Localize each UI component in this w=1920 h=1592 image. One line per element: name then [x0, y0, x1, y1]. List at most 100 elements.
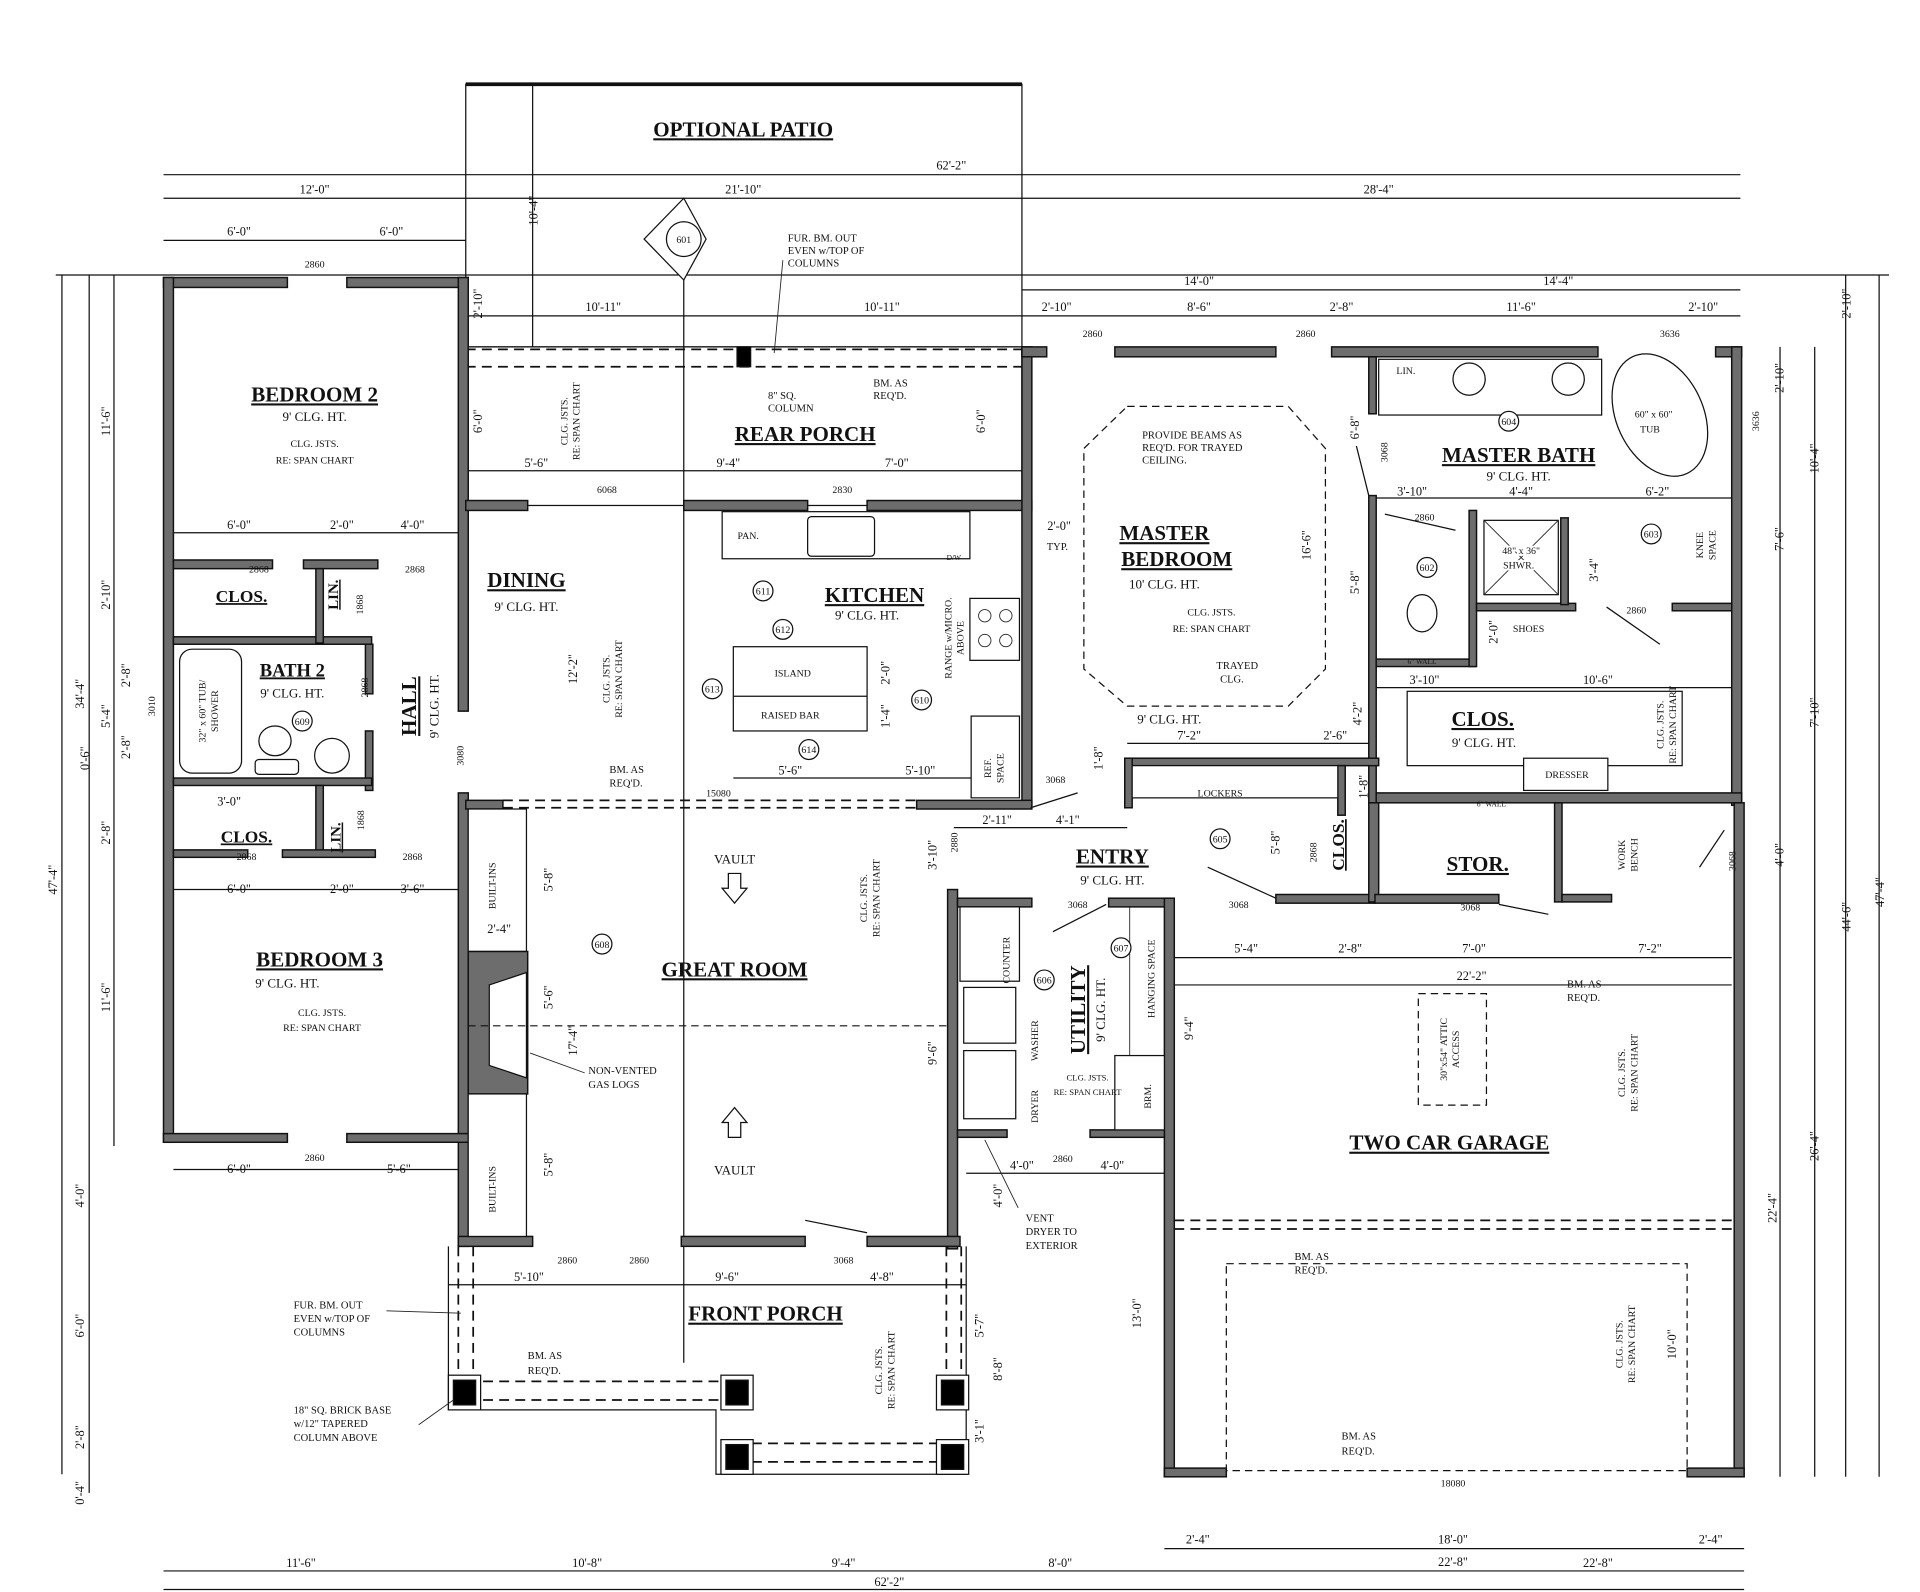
master-closet-label: CLOS. — [1451, 707, 1514, 731]
dimension-label: 3'-10" — [1397, 485, 1427, 499]
dimension-label: 10'-4" — [527, 196, 541, 226]
dimension-label: 12'-0" — [300, 182, 330, 196]
dimension-label: 2'-8" — [1330, 300, 1354, 314]
linen-label: LIN. — [329, 822, 345, 852]
arrow-up-icon — [720, 1106, 749, 1138]
wall-segment — [346, 276, 469, 289]
wall-segment — [1730, 346, 1743, 807]
note: 18" SQ. BRICK BASE — [294, 1406, 392, 1417]
wall-segment — [162, 276, 289, 289]
note: BM. AS — [1294, 1252, 1329, 1263]
wall-segment — [1553, 802, 1563, 903]
counter-label: COUNTER — [1002, 936, 1013, 983]
pantry-label: PAN. — [737, 531, 758, 542]
dimension-label: 2'-10" — [1840, 289, 1854, 319]
wall-segment — [866, 499, 1033, 512]
column-8in — [736, 346, 752, 368]
dimension-label: 6068 — [597, 485, 617, 496]
dimension-label: 1868 — [356, 810, 367, 830]
dimension-label: 614 — [801, 745, 816, 756]
dimension-label: 4'-1" — [1056, 813, 1080, 827]
dimension-label: 8'-0" — [1048, 1556, 1072, 1570]
wall-segment — [915, 799, 1033, 810]
dimension-label: 34'-4" — [73, 679, 87, 709]
dimension-label: 2'-0" — [878, 661, 892, 685]
wall-segment — [683, 499, 809, 512]
plan-line — [911, 689, 933, 711]
dimension-label: 9'-4" — [1182, 1016, 1196, 1040]
plan-line — [530, 1052, 585, 1074]
bathtub-icon — [178, 648, 243, 774]
dimension-label: 3'-0" — [217, 794, 241, 808]
wall-segment — [956, 1129, 1008, 1139]
optional-patio-label: OPTIONAL PATIO — [653, 117, 833, 141]
plan-line — [1207, 866, 1277, 899]
plan-line — [940, 1443, 965, 1470]
wall-segment — [281, 849, 377, 859]
dimension-label: 7'-0" — [885, 456, 909, 470]
wall-segment — [1330, 346, 1599, 358]
wall-segment — [1561, 893, 1613, 903]
dimension-label: 3'-10" — [1410, 673, 1440, 687]
dimension-label: 2'-8" — [73, 1425, 87, 1449]
wall-segment — [1107, 897, 1172, 908]
dimension-label: 10'-4" — [1807, 443, 1821, 473]
note: VENT — [1026, 1214, 1055, 1225]
plan-line — [999, 633, 1013, 648]
dimension-label: 2860 — [557, 1256, 577, 1267]
dimension-label: 602 — [1420, 563, 1435, 574]
plan-line — [1416, 556, 1438, 578]
plan-line — [452, 1379, 477, 1406]
wall-segment — [1368, 494, 1377, 804]
dimension-label: 11'-6" — [99, 406, 113, 436]
plan-line — [978, 633, 992, 648]
note: BM. AS — [1567, 979, 1602, 990]
dimension-label: 3'-10" — [925, 840, 939, 870]
wall-segment — [457, 1235, 534, 1248]
ceiling-height: 9' CLG. HT. — [1487, 469, 1551, 484]
dimension-label: 2'-0" — [330, 518, 354, 532]
span-note: RE: SPAN CHART — [614, 640, 625, 718]
hall-label: HALL — [397, 676, 421, 736]
ceiling-height: 9' CLG. HT. — [283, 409, 347, 424]
wall-segment — [1021, 346, 1033, 807]
dimension-label: 3636 — [1660, 329, 1680, 340]
plan-line — [1498, 410, 1520, 432]
dimension-label: 2860 — [1415, 512, 1435, 523]
dimension-label: 3068 — [1068, 900, 1088, 911]
entry-label: ENTRY — [1076, 845, 1149, 869]
dimension-label: 14'-4" — [1543, 274, 1573, 288]
dimension-label: 4'-4" — [1509, 485, 1533, 499]
dimension-label: 7'-2" — [1638, 942, 1662, 956]
plan-line — [254, 758, 300, 775]
elevation-tag-612: 612 — [772, 618, 794, 640]
note: TYP. — [1047, 542, 1068, 553]
washer-icon — [963, 986, 1017, 1044]
dimension-label: 2860 — [305, 260, 325, 271]
ceiling-height: 9' CLG. HT. — [494, 599, 558, 614]
span-note: RE: SPAN CHART — [283, 1023, 361, 1034]
note: REQ'D. — [1567, 993, 1600, 1004]
wall-segment — [465, 799, 504, 810]
dimension-label: 2860 — [1053, 1154, 1073, 1165]
note: RE: SPAN CHART — [572, 382, 583, 460]
dimension-label: 5'-6" — [778, 763, 802, 777]
front-porch-label: FRONT PORCH — [688, 1302, 843, 1326]
wall-segment — [1124, 757, 1380, 767]
dimension-label: 10'-6" — [1583, 673, 1613, 687]
dimension-label: 1'-4" — [878, 704, 892, 728]
work-bench-label: BENCH — [1630, 838, 1641, 872]
dimension-label: 3068 — [834, 1256, 854, 1267]
dimension-label: 3068 — [1727, 851, 1738, 871]
dimension-label: 610 — [914, 696, 929, 707]
dimension-label: 3068 — [1379, 442, 1390, 462]
dimension-label: 5'-6" — [387, 1162, 411, 1176]
note: COLUMN ABOVE — [294, 1433, 378, 1444]
dimension-label: 2860 — [305, 1153, 325, 1164]
kitchen-label: KITCHEN — [825, 583, 924, 607]
dimension-label: 2868 — [1309, 842, 1320, 862]
dimension-label: 609 — [295, 717, 310, 728]
wall-segment — [1560, 517, 1569, 606]
dimension-label: 2868 — [360, 678, 371, 698]
